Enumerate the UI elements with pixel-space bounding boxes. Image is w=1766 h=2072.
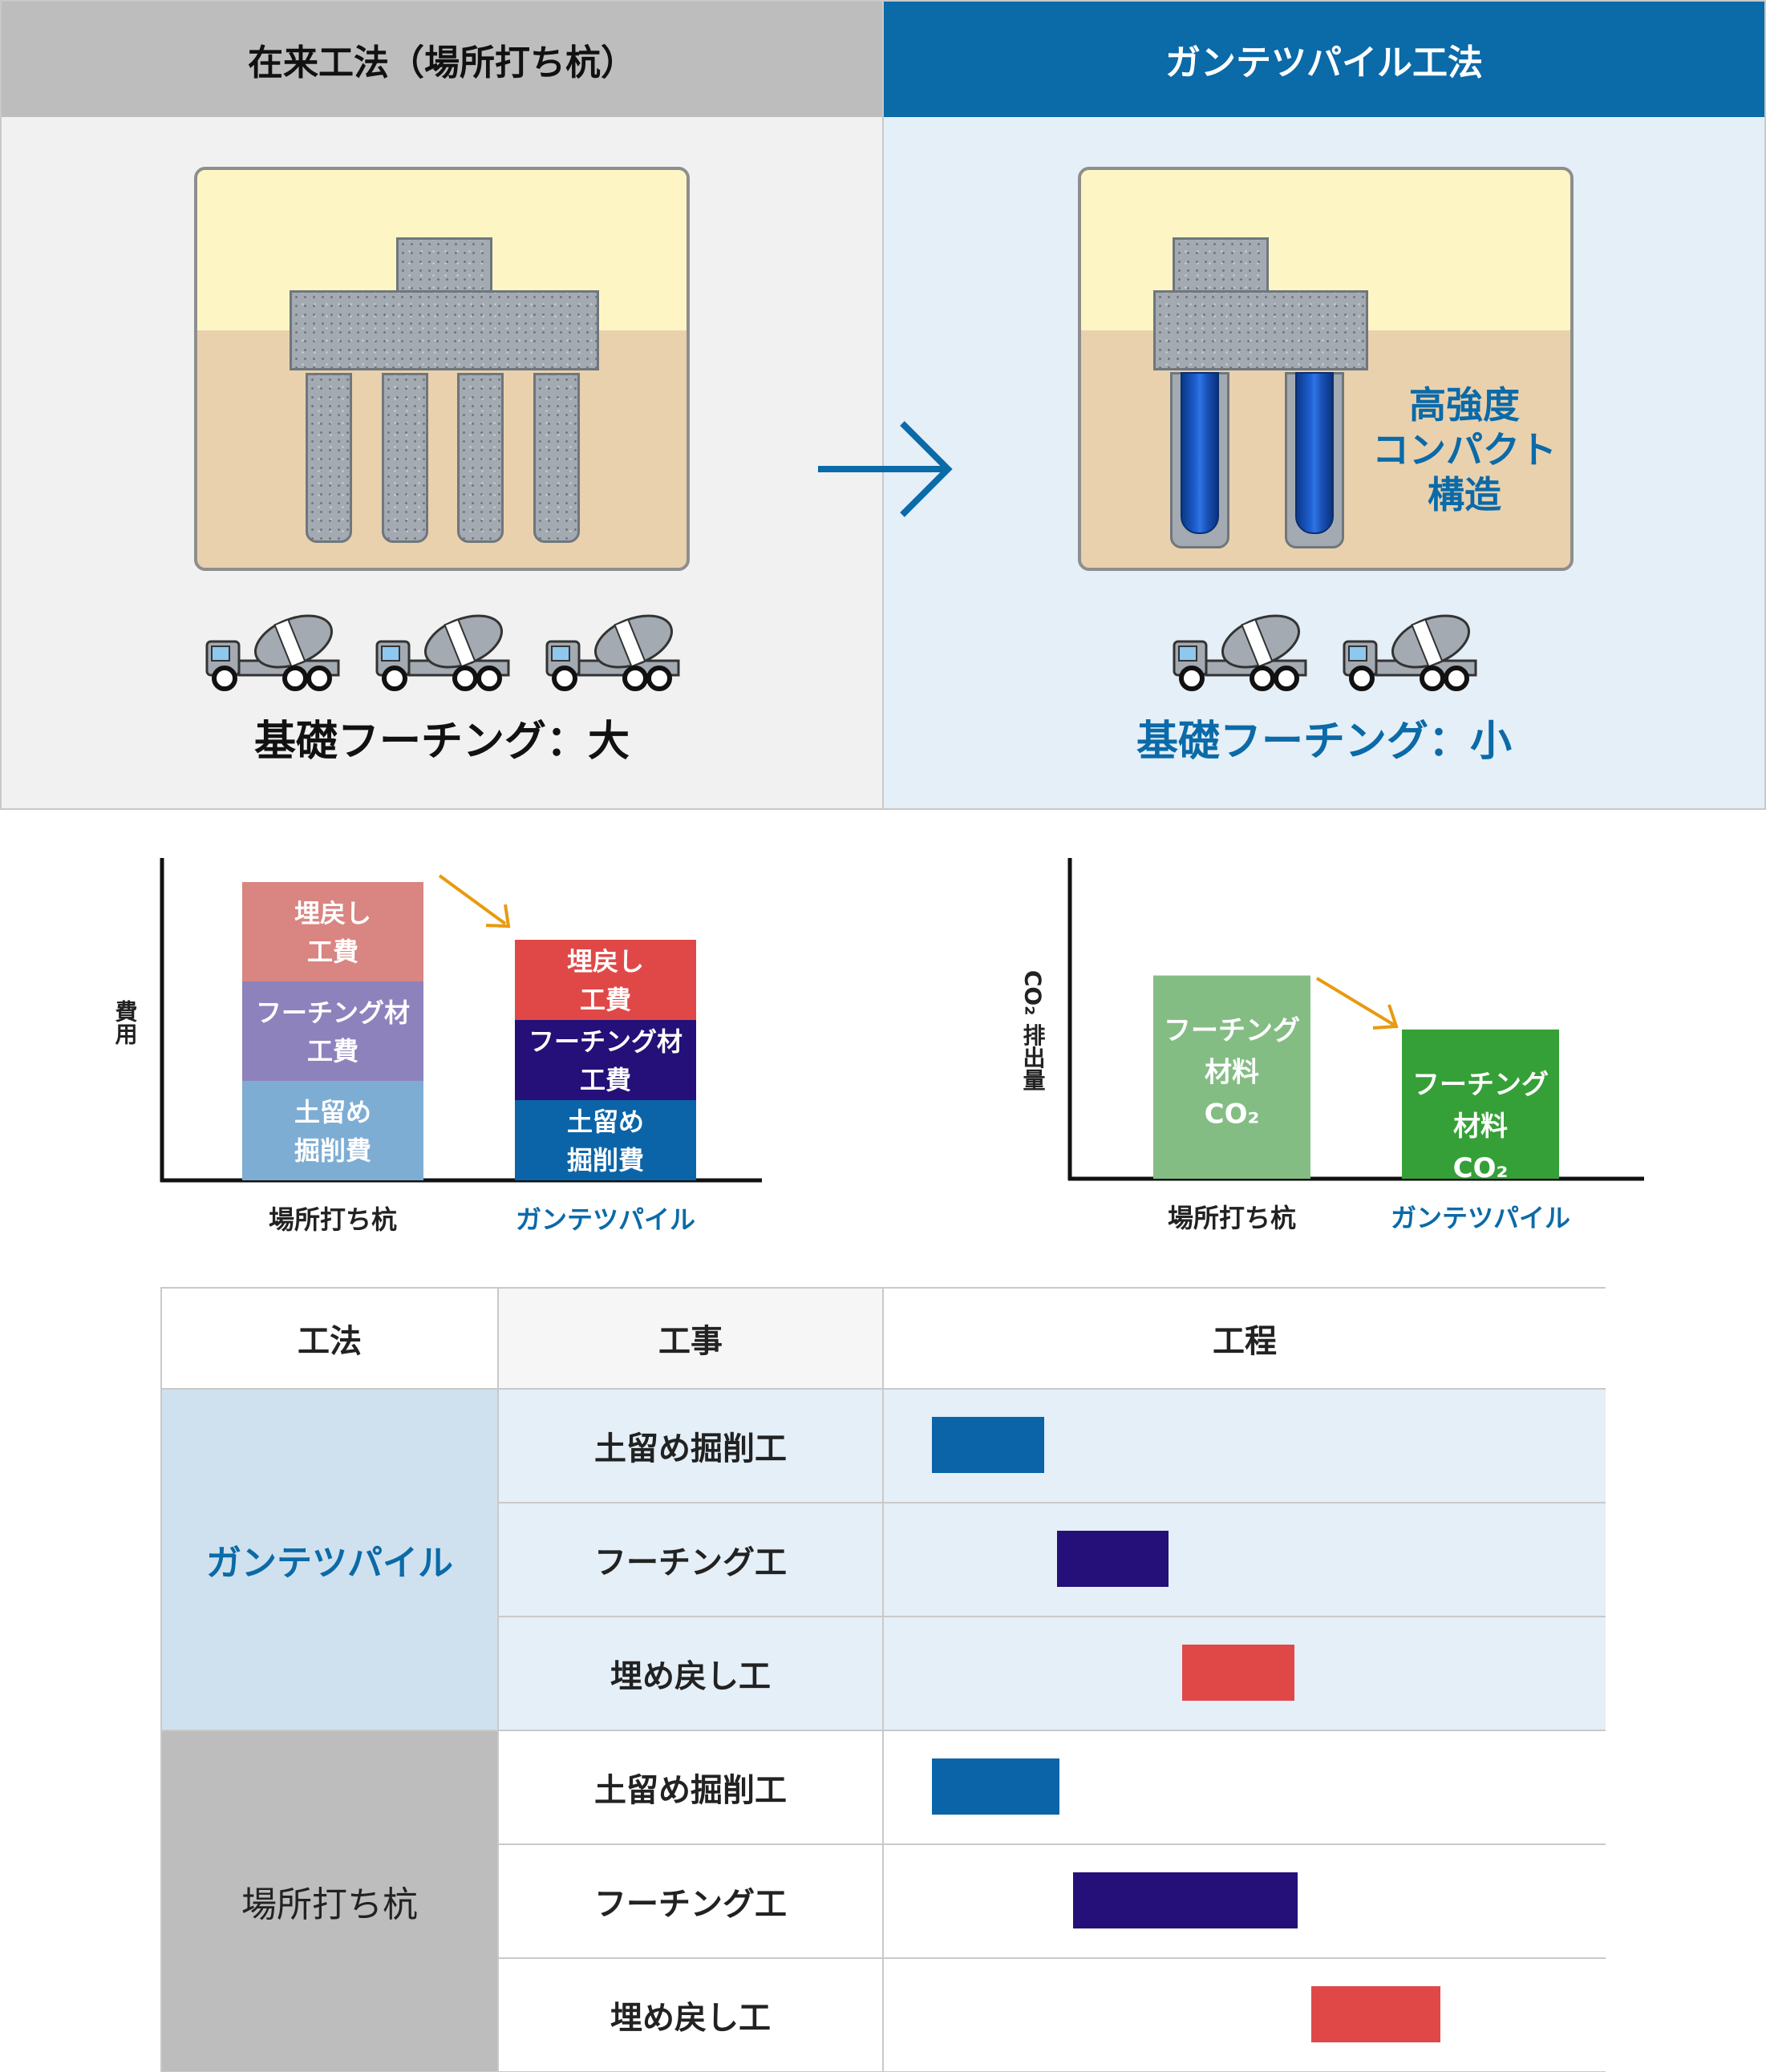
bar-segment-label: 土留め bbox=[567, 1107, 644, 1137]
bar-segment bbox=[242, 1081, 423, 1180]
mixer-truck-icon bbox=[1343, 614, 1477, 691]
steel-pile-core bbox=[1181, 372, 1219, 534]
cast-in-place-pile bbox=[306, 373, 352, 543]
schedule-bar bbox=[1073, 1872, 1298, 1928]
high-strength-compact-label: 高強度 コンパクト 構造 bbox=[1360, 382, 1569, 517]
method-group-label: 場所打ち杭 bbox=[162, 1731, 499, 2072]
column-stub bbox=[1173, 237, 1269, 295]
work-item-label: 土留め掘削工 bbox=[499, 1731, 884, 1845]
gantetsu-footing-result: 基礎フーチング：小 bbox=[1136, 718, 1512, 766]
bar-segment bbox=[515, 1100, 696, 1180]
method-comparison: 在来工法（場所打ち杭） 基礎フーチング：大 ガンテツパイル工法 bbox=[0, 0, 1766, 810]
method-group-label: ガンテツパイル bbox=[162, 1390, 499, 1731]
schedule-bar bbox=[1311, 1986, 1440, 2042]
process-timeline-cell bbox=[884, 1503, 1606, 1617]
label-line: 高強度 bbox=[1409, 383, 1520, 427]
process-timeline-cell bbox=[884, 1845, 1606, 1959]
conventional-method-panel: 在来工法（場所打ち杭） 基礎フーチング：大 bbox=[0, 0, 884, 810]
conventional-footing-result: 基礎フーチング：大 bbox=[253, 718, 630, 766]
category-label: 場所打ち杭 bbox=[269, 1204, 397, 1235]
cast-in-place-pile bbox=[457, 373, 504, 543]
mixer-truck-icon bbox=[375, 614, 510, 691]
schedule-bar bbox=[932, 1758, 1060, 1815]
right-arrow-icon bbox=[818, 421, 953, 517]
cost-chart-svg: 費用土留め掘削費フーチング材工費埋戻し工費場所打ち杭土留め掘削費フーチング材工費… bbox=[112, 858, 762, 1235]
large-footing bbox=[290, 290, 599, 370]
reduction-arrow bbox=[1315, 977, 1395, 1026]
bar-segment-label: 掘削費 bbox=[567, 1145, 644, 1176]
mixer-truck-icon bbox=[545, 614, 680, 691]
bar-segment-label: 工費 bbox=[580, 1065, 631, 1095]
category-label: ガンテツパイル bbox=[1391, 1203, 1570, 1233]
work-item-label: フーチング工 bbox=[499, 1503, 884, 1617]
mixer-truck-icon bbox=[1173, 614, 1307, 691]
bar-segment bbox=[515, 1020, 696, 1100]
steel-pile-core bbox=[1295, 372, 1334, 534]
bar-segment-label: フーチング材 bbox=[529, 1026, 683, 1057]
header-work: 工事 bbox=[499, 1289, 884, 1390]
column-stub bbox=[396, 237, 492, 295]
bar bbox=[1153, 975, 1310, 1179]
bar-segment-label: 埋戻し bbox=[294, 898, 371, 929]
y-axis-label: 費用 bbox=[112, 1000, 139, 1046]
gantetsu-method-panel: ガンテツパイル工法 高強度 コンパクト 構造 基礎フーチング：小 bbox=[882, 0, 1766, 810]
bar-label: フーチング bbox=[1164, 1015, 1300, 1047]
cast-in-place-pile bbox=[382, 373, 428, 543]
work-item-label: 土留め掘削工 bbox=[499, 1390, 884, 1503]
schedule-bar bbox=[1182, 1645, 1294, 1701]
process-timeline-cell bbox=[884, 1731, 1606, 1845]
work-item-label: 埋め戻し工 bbox=[499, 1617, 884, 1731]
conventional-method-title: 在来工法（場所打ち杭） bbox=[2, 2, 882, 117]
process-timeline-cell bbox=[884, 1959, 1606, 2072]
work-item-label: 埋め戻し工 bbox=[499, 1959, 884, 2072]
header-process: 工程 bbox=[884, 1289, 1606, 1390]
co2-chart-svg: CO₂ 排出量フーチング材料CO₂場所打ち杭フーチング材料CO₂ガンテツパイル bbox=[1020, 858, 1644, 1233]
label-line: 構造 bbox=[1428, 473, 1501, 516]
bar-label: CO₂ bbox=[1205, 1099, 1260, 1131]
bar-segment-label: 工費 bbox=[580, 985, 631, 1015]
cast-in-place-pile bbox=[533, 373, 580, 543]
process-timeline-cell bbox=[884, 1617, 1606, 1731]
work-item-label: フーチング工 bbox=[499, 1845, 884, 1959]
bar-segment-label: 工費 bbox=[307, 937, 358, 967]
bar-segment-label: 土留め bbox=[294, 1097, 371, 1127]
bar-segment-label: 工費 bbox=[307, 1036, 358, 1066]
construction-schedule-table: 工法 工事 工程 ガンテツパイル土留め掘削工フーチング工埋め戻し工場所打ち杭土留… bbox=[160, 1287, 1606, 2072]
bar-segment-label: 埋戻し bbox=[567, 946, 644, 977]
conventional-foundation-illustration bbox=[194, 167, 690, 571]
bar-segment bbox=[515, 940, 696, 1020]
bar-segment-label: フーチング材 bbox=[256, 998, 410, 1028]
bar-label: CO₂ bbox=[1453, 1152, 1509, 1184]
bar-segment-label: 掘削費 bbox=[294, 1135, 371, 1166]
gantetsu-foundation-illustration: 高強度 コンパクト 構造 bbox=[1078, 167, 1574, 571]
reduction-arrow bbox=[438, 874, 507, 925]
bar-segment bbox=[242, 981, 423, 1081]
cost-chart: 費用土留め掘削費フーチング材工費埋戻し工費場所打ち杭土留め掘削費フーチング材工費… bbox=[104, 850, 794, 1243]
label-line: コンパクト bbox=[1372, 428, 1557, 471]
category-label: ガンテツパイル bbox=[516, 1204, 695, 1235]
schedule-bar bbox=[1056, 1531, 1169, 1587]
mixer-trucks bbox=[205, 611, 715, 691]
mixer-trucks bbox=[1173, 611, 1513, 691]
schedule-bar bbox=[932, 1417, 1044, 1473]
compact-footing bbox=[1153, 290, 1368, 370]
mixer-truck-icon bbox=[205, 614, 340, 691]
bar bbox=[1402, 1029, 1559, 1179]
bar-segment bbox=[242, 882, 423, 981]
bar-label: 材料 bbox=[1205, 1057, 1259, 1089]
header-method: 工法 bbox=[162, 1289, 499, 1390]
bar-label: フーチング bbox=[1412, 1069, 1549, 1101]
category-label: 場所打ち杭 bbox=[1168, 1203, 1296, 1233]
y-axis-label: CO₂ 排出量 bbox=[1020, 970, 1047, 1091]
process-timeline-cell bbox=[884, 1390, 1606, 1503]
gantetsu-method-title: ガンテツパイル工法 bbox=[884, 2, 1764, 117]
bar-label: 材料 bbox=[1453, 1111, 1508, 1143]
